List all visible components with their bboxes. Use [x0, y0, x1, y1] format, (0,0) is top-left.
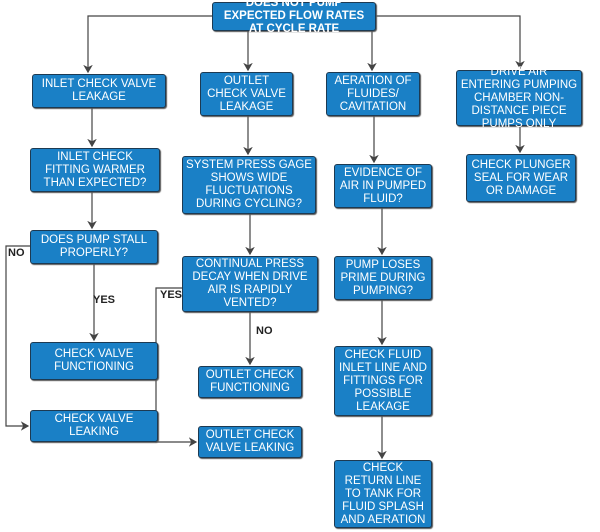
inlet-fitting-box: INLET CHECK FITTING WARMER THAN EXPECTED… [30, 148, 160, 192]
evidence-air-box: EVIDENCE OF AIR IN PUMPED FLUID? [334, 164, 432, 208]
outlet-leakage-box: OUTLET CHECK VALVE LEAKAGE [200, 72, 293, 116]
fluid-inlet-box: CHECK FLUID INLET LINE AND FITTINGS FOR … [334, 346, 432, 416]
stall-box: DOES PUMP STALL PROPERLY? [30, 230, 158, 264]
connector [5, 245, 30, 431]
valve-leaking-box: CHECK VALVE LEAKING [30, 410, 158, 442]
inlet-leakage-box: INLET CHECK VALVE LEAKAGE [32, 74, 166, 108]
connector [83, 15, 212, 74]
valve-functioning-box: CHECK VALVE FUNCTIONING [30, 342, 158, 380]
connector [375, 15, 525, 70]
outlet-leaking-box: OUTLET CHECK VALVE LEAKING [198, 426, 302, 458]
system-press-box: SYSTEM PRESS GAGE SHOWS WIDE FLUCTUATION… [182, 156, 316, 214]
return-line-box: CHECK RETURN LINE TO TANK FOR FLUID SPLA… [334, 460, 432, 528]
drive-air-box: DRIVE AIR ENTERING PUMPING CHAMBER NON-D… [456, 66, 582, 130]
aeration-box: AERATION OF FLUIDES/ CAVITATION [326, 72, 420, 116]
yes-label: YES [160, 289, 183, 301]
check-plunger-box: CHECK PLUNGER SEAL FOR WEAR OR DAMAGE [466, 154, 576, 202]
yes-label: YES [93, 294, 116, 306]
loses-prime-box: PUMP LOSES PRIME DURING PUMPING? [334, 256, 432, 300]
no-label: NO [256, 325, 273, 337]
outlet-functioning-box: OUTLET CHECK FUNCTIONING [198, 366, 302, 398]
continual-press-box: CONTINUAL PRESS DECAY WHEN DRIVE AIR IS … [182, 256, 318, 312]
start-box: DOES NOT PUMP EXPECTED FLOW RATES AT CYC… [212, 0, 376, 35]
no-label: NO [8, 247, 25, 259]
